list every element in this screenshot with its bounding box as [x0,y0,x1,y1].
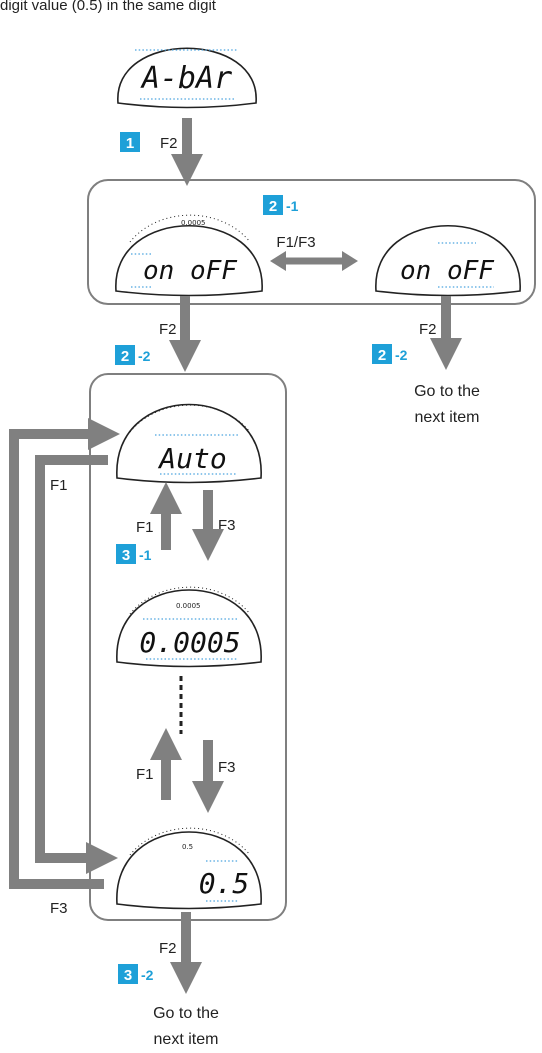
auto-readout: Auto [157,442,226,475]
key-f2-mid-right: F2 [419,321,437,338]
svg-text:2: 2 [378,347,386,364]
res-05-readout: 0.5 [199,867,250,900]
display-auto: Auto [116,403,262,484]
svg-text:1: 1 [126,135,134,152]
svg-text:2: 2 [269,198,277,215]
svg-text:-2: -2 [141,967,154,983]
onoff-frame [87,179,536,305]
scale-value-3: 0.5 [182,843,193,851]
display-abar: A-bAr [117,47,257,109]
key-f2-bottom: F2 [159,940,177,957]
key-f2-mid-left: F2 [159,321,177,338]
loop-arrow-f1 [35,455,119,875]
svg-text:3: 3 [122,547,130,564]
display-05: 0.5 0.5 [116,827,262,910]
badge-1: 1 [120,132,140,152]
badge-2-2-left: 2 -2 [115,345,151,365]
display-onoff-right: on oFF [375,225,521,297]
key-f3-loop: F3 [50,900,68,917]
svg-text:2: 2 [121,348,129,365]
badge-2-2-right: 2 -2 [372,344,408,364]
badge-3-2: 3 -2 [118,964,154,984]
header-caption: digit value (0.5) in the same digit [0,0,217,14]
svg-text:3: 3 [124,967,132,984]
key-f3-down-1: F3 [218,517,236,534]
onoff-left-readout: on oFF [143,256,238,286]
display-onoff-left: 0.0005 on oFF [115,214,263,297]
next-right-line1: Go to the [414,383,480,400]
next-right-line2: next item [415,409,480,426]
scale-value-2: 0.0005 [176,602,201,610]
res-0005-readout: 0.0005 [139,626,240,659]
badge-2-1: 2 -1 [263,195,299,215]
key-f2-top: F2 [160,135,178,152]
key-f1f3: F1/F3 [276,234,315,251]
abar-readout: A-bAr [140,61,232,96]
next-bottom-line2: next item [154,1031,219,1048]
key-f1-up-1: F1 [136,519,154,536]
badge-3-1: 3 -1 [116,544,152,564]
svg-text:-1: -1 [286,198,299,214]
next-bottom-line1: Go to the [153,1005,219,1022]
display-0005: 0.0005 0.0005 [116,586,262,668]
scale-value: 0.0005 [181,219,206,227]
loop-arrow-f3 [9,417,121,889]
key-f1-up-2: F1 [136,766,154,783]
onoff-right-readout: on oFF [400,256,495,286]
svg-text:-1: -1 [139,547,152,563]
svg-text:-2: -2 [138,348,151,364]
key-f1-loop: F1 [50,477,68,494]
svg-text:-2: -2 [395,347,408,363]
key-f3-down-2: F3 [218,759,236,776]
